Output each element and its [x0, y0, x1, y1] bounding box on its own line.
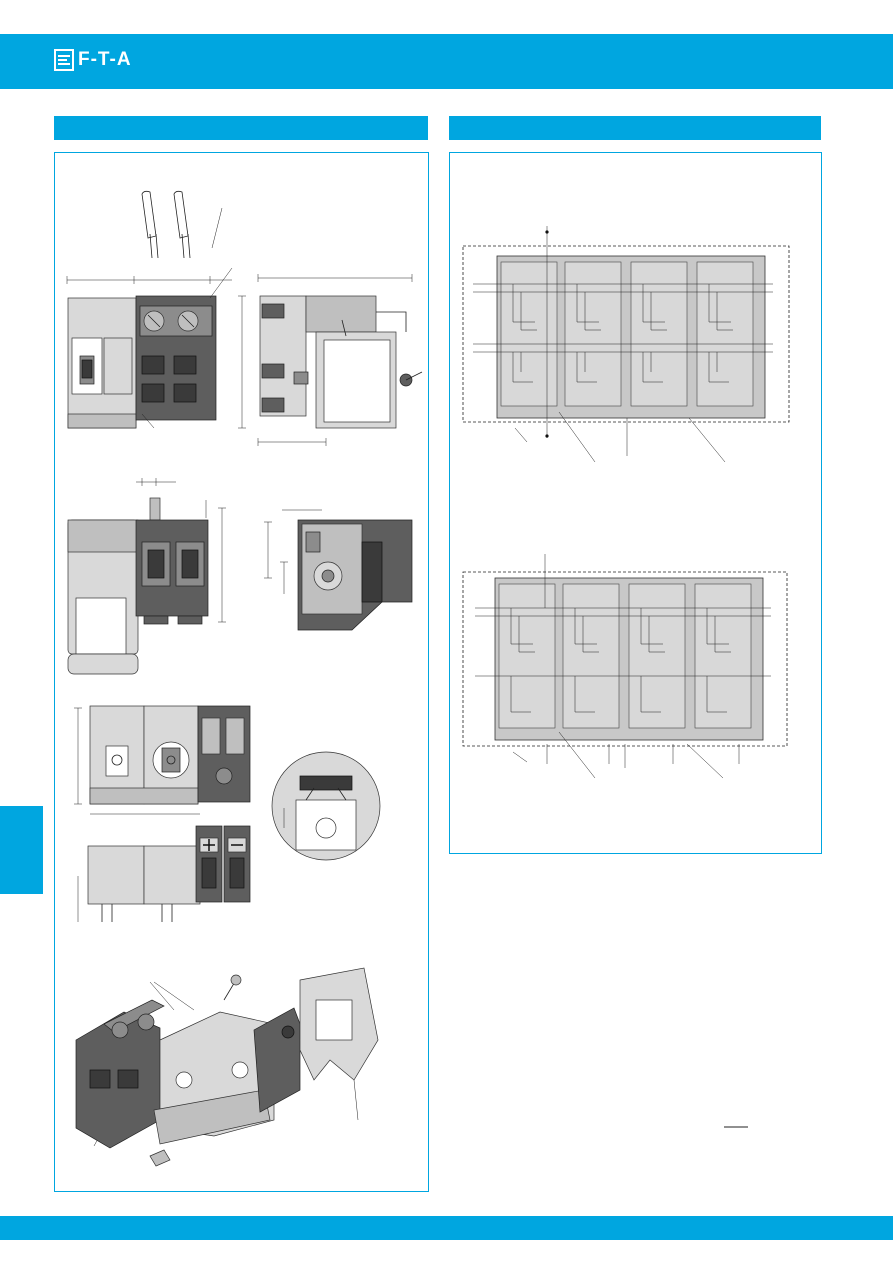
side-view-drawing: [257, 274, 423, 446]
circuit-diagram-upper: [462, 226, 790, 463]
front-view-drawing: [66, 190, 246, 429]
fta-logo-icon: [54, 49, 155, 71]
section-view-drawing: [264, 509, 413, 631]
section-header-right: [449, 116, 821, 140]
plus-icon: [203, 839, 215, 851]
detail-circle-drawing: [271, 751, 381, 861]
top-view-drawing: [67, 478, 226, 675]
exploded-view-drawing: [75, 967, 379, 1167]
side-tab: [0, 806, 43, 894]
circuit-diagram-lower: [462, 554, 788, 779]
footer-bar: [0, 1216, 893, 1240]
small-rule: [724, 1126, 748, 1128]
section-header-left: [54, 116, 428, 140]
terminal-view-drawing: [77, 825, 251, 922]
front-dimension-drawing: [74, 705, 251, 815]
brand-logo-text: F-T-A: [78, 49, 132, 70]
